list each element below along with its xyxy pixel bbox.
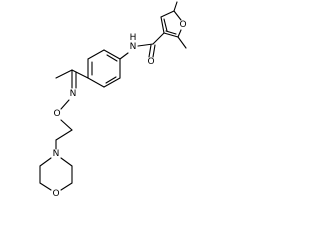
atom-oxime-oxygen: O	[53, 109, 60, 119]
atom-furan-oxygen: O	[179, 20, 186, 30]
atom-amide-nitrogen: N	[130, 42, 137, 52]
bond-benzene-5	[103, 77, 121, 88]
bond-carbonyl-o-b	[152, 44, 156, 58]
bond-amide-n-carbonyl	[137, 43, 154, 47]
molecule-structure: N H O O N O N O	[39, 1, 187, 199]
bond-ch2-ch2	[55, 129, 73, 141]
bond-furan-methyl-bottom	[177, 36, 187, 49]
bond-morpholine-3	[39, 182, 52, 191]
bond-furan-c3-c4	[160, 16, 165, 34]
atom-morpholine-nitrogen: N	[53, 149, 60, 159]
bond-o-ch2	[60, 119, 73, 131]
bonds	[39, 1, 187, 191]
bond-furan-c4-c5	[160, 10, 175, 18]
bond-furan-methyl-top	[173, 1, 178, 12]
bond-benzene-double-2	[106, 54, 118, 62]
bond-benzene-2	[87, 49, 105, 60]
atom-carbonyl-oxygen: O	[147, 57, 154, 67]
bond-furan-o-c2	[177, 29, 182, 38]
bond-morpholine-4	[60, 182, 73, 191]
bond-furan-c4-double	[163, 18, 168, 32]
bond-methyl-oxime-carbon	[55, 69, 73, 79]
bond-furan-c2-c3	[163, 32, 179, 38]
bond-oxime-n-o	[60, 99, 70, 110]
bond-carbonyl-o-a	[148, 44, 152, 58]
bond-carbonyl-furan	[152, 32, 165, 45]
atom-morpholine-oxygen: O	[52, 189, 59, 199]
bond-benzene-double-3	[105, 76, 117, 84]
bond-morpholine-1	[39, 157, 52, 167]
atom-amide-hydrogen: H	[130, 33, 137, 43]
bond-benzene-6	[87, 77, 105, 88]
bond-benzene-amide-n	[119, 52, 129, 60]
bond-morpholine-6	[60, 157, 73, 167]
bond-furan-c2c3-double	[165, 30, 177, 35]
bond-benzene-3	[103, 49, 121, 60]
atom-oxime-nitrogen: N	[70, 89, 77, 99]
bond-furan-c5-o	[173, 10, 182, 21]
bond-oxime-carbon-benzene	[71, 69, 89, 79]
atom-labels: N H O O N O N O	[52, 20, 186, 199]
